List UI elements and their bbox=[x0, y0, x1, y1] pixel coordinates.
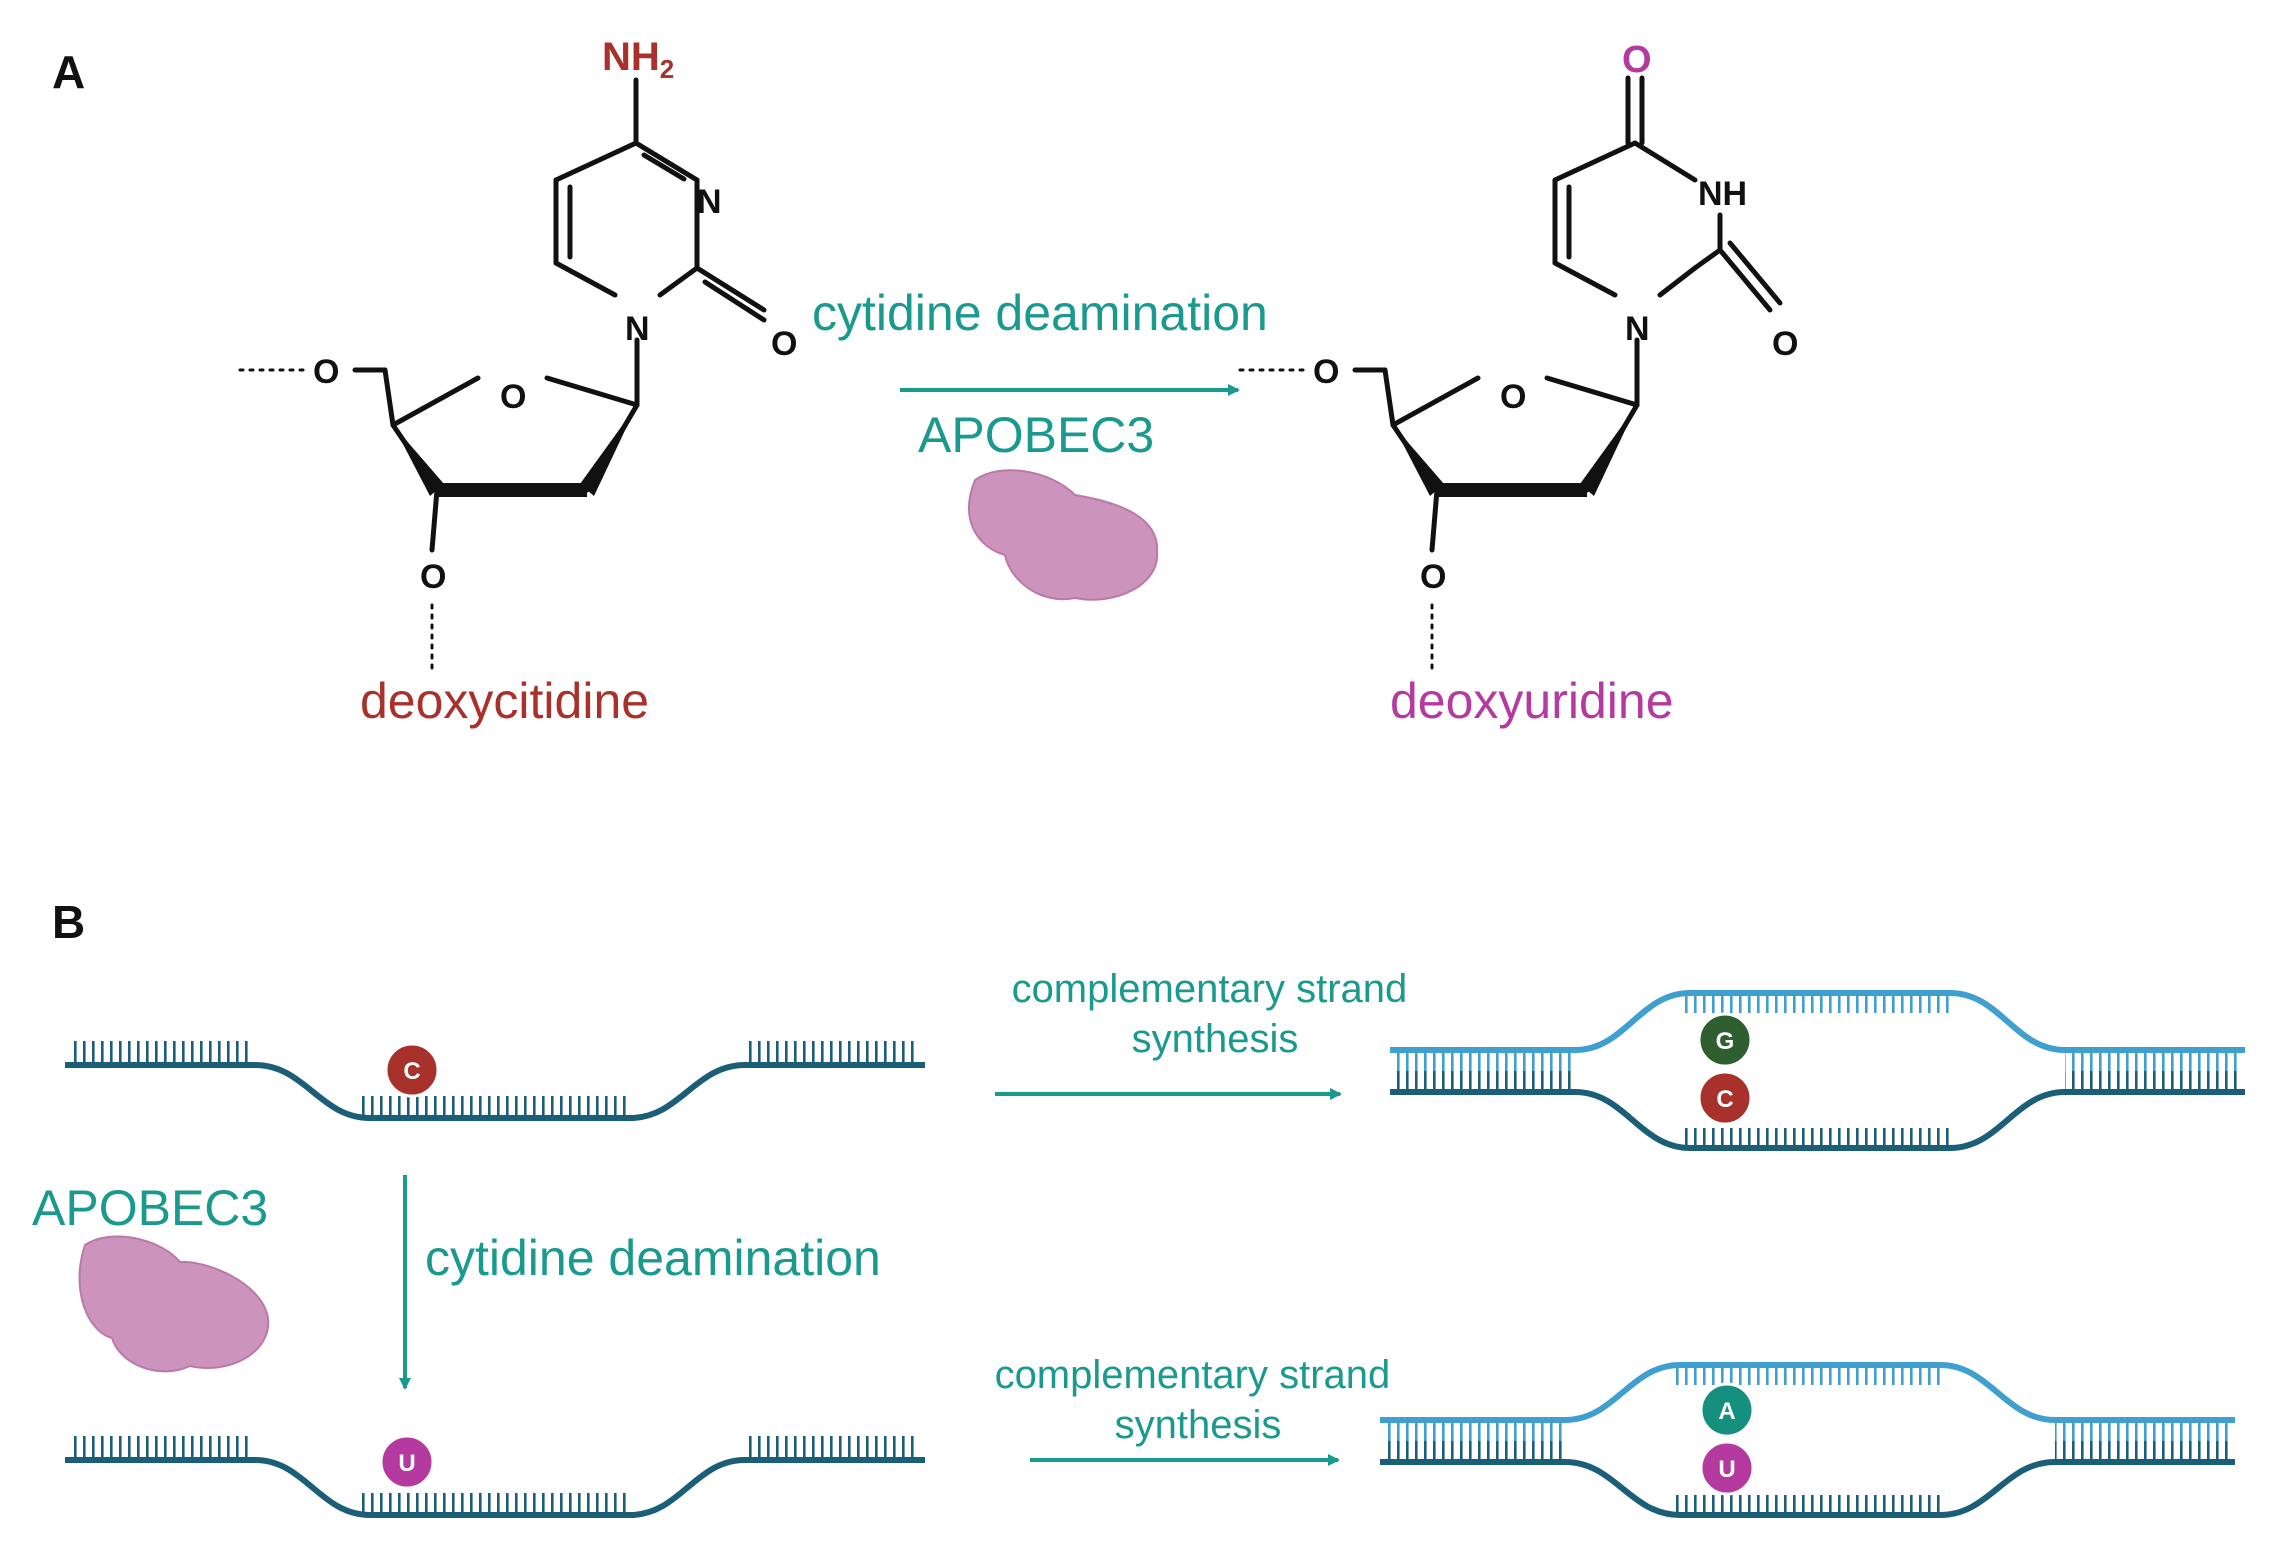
o5-label: O bbox=[1313, 353, 1339, 391]
dna-single-strand-c bbox=[65, 1041, 925, 1121]
o3-label: O bbox=[1420, 558, 1446, 596]
sugar-wedge-bond bbox=[393, 425, 444, 496]
enzyme-label: APOBEC3 bbox=[918, 407, 1154, 463]
o5-label: O bbox=[313, 353, 339, 391]
svg-text:C: C bbox=[1716, 1086, 1733, 1113]
synthesis-label-bottom: complementary strand synthesis bbox=[995, 1353, 1402, 1447]
svg-text:G: G bbox=[1716, 1028, 1735, 1055]
deamination-label: cytidine deamination bbox=[425, 1230, 881, 1286]
uracil-base: U bbox=[1699, 1440, 1755, 1496]
deoxycytidine-structure bbox=[238, 77, 767, 672]
ring-n-label: N bbox=[625, 310, 650, 348]
deoxycytidine-label: deoxycitidine bbox=[360, 673, 649, 729]
sugar-o-label: O bbox=[1500, 378, 1526, 416]
carbonyl-o-label: O bbox=[771, 325, 797, 363]
apobec3-protein-icon bbox=[968, 469, 1159, 601]
dna-single-strand-u bbox=[65, 1436, 925, 1518]
cytosine-base: C bbox=[1697, 1070, 1753, 1126]
svg-text:U: U bbox=[398, 1450, 415, 1477]
panel-a-label: A bbox=[52, 46, 85, 98]
sugar-wedge-bond bbox=[580, 405, 637, 496]
ring-n-label: N bbox=[1625, 310, 1650, 348]
adenine-base: A bbox=[1699, 1382, 1755, 1438]
apobec3-protein-icon bbox=[78, 1235, 270, 1373]
cytosine-base: C bbox=[384, 1042, 440, 1098]
synthesis-label-top: complementary strand synthesis bbox=[1012, 967, 1419, 1061]
nh2-label: NH2 bbox=[602, 35, 674, 84]
reaction-label: cytidine deamination bbox=[812, 285, 1268, 341]
sugar-wedge-bond bbox=[1580, 405, 1637, 496]
nh-label: NH bbox=[1698, 175, 1747, 213]
ring-n-label: N bbox=[697, 183, 722, 221]
dna-double-strand-au bbox=[1380, 1362, 2235, 1518]
svg-text:U: U bbox=[1718, 1456, 1735, 1483]
sugar-wedge-bond bbox=[437, 483, 587, 497]
svg-text:A: A bbox=[1718, 1398, 1735, 1425]
uracil-base: U bbox=[379, 1434, 435, 1490]
svg-text:C: C bbox=[403, 1058, 420, 1085]
top-o-label: O bbox=[1622, 39, 1652, 81]
sugar-o-label: O bbox=[500, 378, 526, 416]
deoxyuridine-label: deoxyuridine bbox=[1390, 673, 1674, 729]
carbonyl-o-label: O bbox=[1772, 325, 1798, 363]
sugar-wedge-bond bbox=[1437, 483, 1587, 497]
dna-double-strand-gc bbox=[1390, 990, 2245, 1151]
enzyme-label: APOBEC3 bbox=[32, 1180, 268, 1236]
o3-label: O bbox=[420, 558, 446, 596]
panel-b-label: B bbox=[52, 896, 85, 948]
sugar-wedge-bond bbox=[1393, 425, 1444, 496]
guanine-base: G bbox=[1697, 1012, 1753, 1068]
